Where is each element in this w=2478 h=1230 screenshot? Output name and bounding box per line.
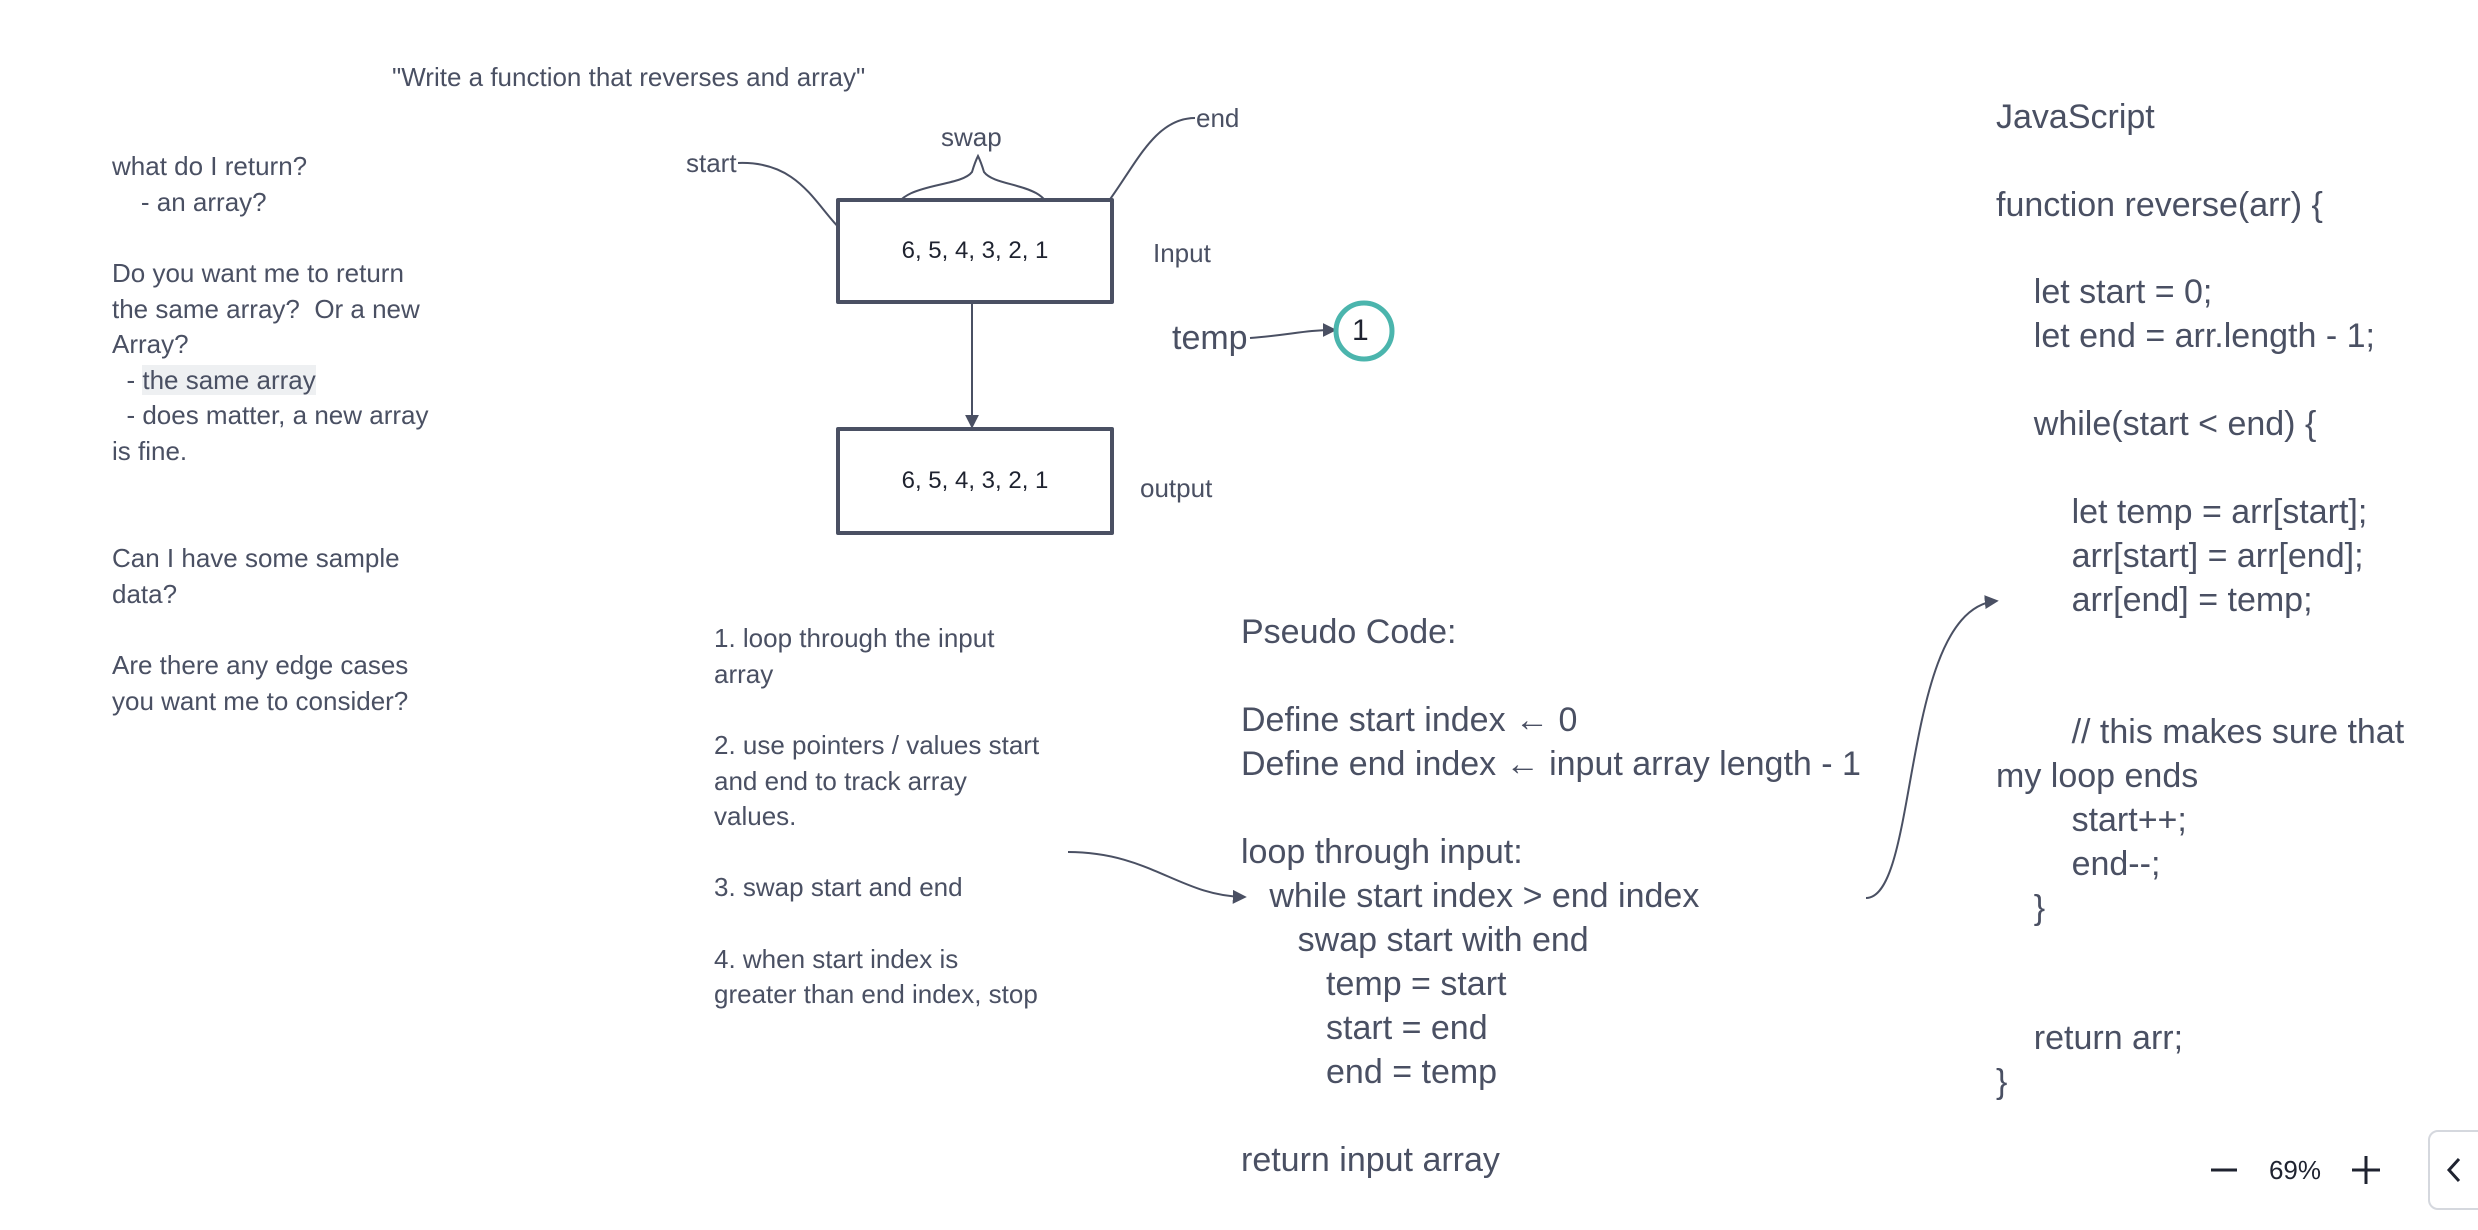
step-4-line-1: 4. when start index is	[714, 944, 959, 974]
pseudo-line-4: while start index > end index	[1241, 877, 1700, 915]
code-language-label: JavaScript	[1996, 98, 2155, 136]
pseudo-line-7: start = end	[1241, 1009, 1488, 1047]
question-sample-data-2: data?	[112, 579, 178, 609]
minus-icon	[2211, 1168, 2237, 1172]
input-array-values: 6, 5, 4, 3, 2, 1	[901, 237, 1049, 264]
end-pointer-label: end	[1196, 103, 1240, 133]
question-sample-data-1: Can I have some sample	[112, 543, 400, 573]
code-line-13: return arr;	[1996, 1019, 2184, 1057]
pseudo-line-6: temp = start	[1241, 965, 1507, 1003]
pseudo-line-1: Define start index ← 0	[1241, 701, 1578, 739]
output-label: output	[1140, 473, 1213, 503]
input-label: Input	[1153, 238, 1211, 268]
zoom-controls: 69%	[2190, 1136, 2400, 1204]
input-array-box[interactable]: 6, 5, 4, 3, 2, 1	[836, 198, 1114, 304]
code-line-14: }	[1996, 1063, 2008, 1101]
code-line-10: start++;	[1996, 801, 2187, 839]
highlighted-answer: the same array	[142, 365, 316, 395]
answer-return: - an array?	[112, 187, 267, 217]
answer-new-array-1: - does matter, a new array	[112, 400, 429, 430]
pseudo-line-8: end = temp	[1241, 1053, 1498, 1091]
temp-arrow	[1249, 323, 1337, 339]
pseudo-line-3: loop through input:	[1241, 833, 1523, 871]
pseudo-code-header: Pseudo Code:	[1241, 613, 1457, 651]
pseudo-line-9: return input array	[1241, 1141, 1500, 1179]
code-line-6: arr[start] = arr[end];	[1996, 537, 2364, 575]
step-2-line-2: and end to track array	[714, 766, 967, 796]
question-edge-cases-2: you want me to consider?	[112, 686, 409, 716]
pseudo-to-code-arrow	[1865, 595, 1999, 899]
zoom-in-button[interactable]	[2332, 1136, 2400, 1204]
code-line-2: let start = 0;	[1996, 273, 2213, 311]
swap-brace	[893, 153, 1051, 213]
step-2-line-1: 2. use pointers / values start	[714, 730, 1040, 760]
step-3: 3. swap start and end	[714, 872, 963, 902]
output-array-box[interactable]: 6, 5, 4, 3, 2, 1	[836, 427, 1114, 535]
code-line-4: while(start < end) {	[1996, 405, 2317, 443]
chevron-left-icon	[2446, 1157, 2461, 1183]
code-line-12: }	[1996, 889, 2046, 927]
step-2-line-3: values.	[714, 801, 797, 831]
answer-same-array: - the same array	[112, 363, 316, 399]
steps-to-pseudo-arrow	[1067, 851, 1247, 904]
panel-toggle-button[interactable]	[2428, 1130, 2478, 1210]
code-line-8: // this makes sure that	[1996, 713, 2405, 751]
answer-new-array-2: is fine.	[112, 436, 188, 466]
temp-circle	[1333, 300, 1395, 362]
question-same-array-1: Do you want me to return	[112, 258, 404, 288]
question-edge-cases-1: Are there any edge cases	[112, 650, 409, 680]
start-pointer-label: start	[686, 148, 737, 178]
code-line-3: let end = arr.length - 1;	[1996, 317, 2375, 355]
question-same-array-3: Array?	[112, 329, 189, 359]
plus-icon	[2351, 1156, 2380, 1184]
temp-value: 1	[1352, 314, 1369, 347]
zoom-out-button[interactable]	[2190, 1136, 2258, 1204]
code-line-7: arr[end] = temp;	[1996, 581, 2313, 619]
step-1-line-2: array	[714, 659, 774, 689]
pseudo-line-5: swap start with end	[1241, 921, 1589, 959]
answer-prefix: -	[112, 365, 143, 395]
code-line-1: function reverse(arr) {	[1996, 186, 2323, 224]
code-line-5: let temp = arr[start];	[1996, 493, 2368, 531]
code-line-9: my loop ends	[1996, 757, 2199, 795]
pseudo-line-2: Define end index ← input array length - …	[1241, 745, 1861, 783]
question-return: what do I return?	[112, 151, 308, 181]
output-array-values: 6, 5, 4, 3, 2, 1	[901, 467, 1049, 494]
problem-statement: "Write a function that reverses and arra…	[392, 62, 866, 92]
zoom-level: 69%	[2268, 1154, 2322, 1185]
code-line-11: end--;	[1996, 845, 2161, 883]
step-1-line-1: 1. loop through the input	[714, 623, 995, 653]
swap-label: swap	[941, 122, 1002, 152]
question-same-array-2: the same array? Or a new	[112, 294, 420, 324]
temp-label: temp	[1172, 319, 1248, 357]
step-4-line-2: greater than end index, stop	[714, 979, 1038, 1009]
